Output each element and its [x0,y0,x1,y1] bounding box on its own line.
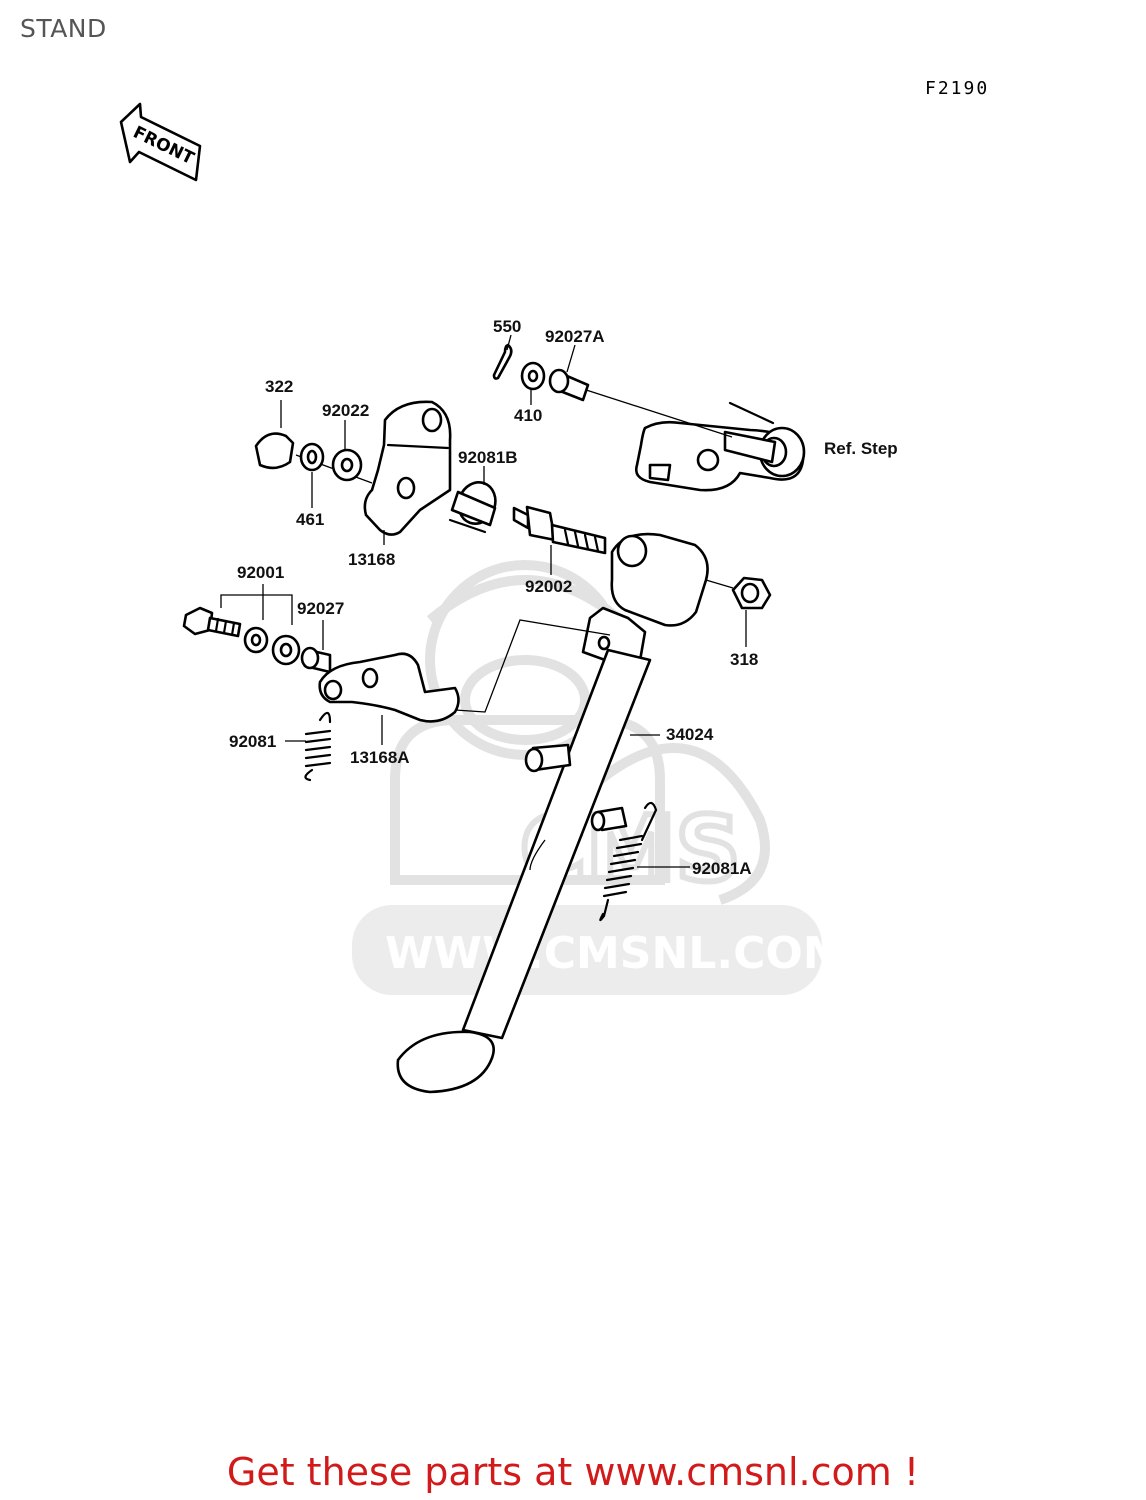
parts-diagram: WWW.CMSNL.COM CMS FRONT [119,102,898,1094]
bracket-13168 [363,400,452,536]
callout-92027a: 92027A [545,327,605,346]
collar-92027a [548,368,590,402]
ref-step-bracket [579,387,806,492]
callout-92001: 92001 [237,563,284,582]
callout-318: 318 [730,650,758,669]
callout-13168a: 13168A [350,748,410,767]
lock-washer-461 [299,442,325,472]
cotter-pin [492,343,513,380]
watermark-url: WWW.CMSNL.COM [385,928,847,979]
washer-92022 [331,448,363,482]
callout-92081a: 92081A [692,859,752,878]
figure-code: F2190 [925,78,990,99]
callout-92027: 92027 [297,599,344,618]
front-arrow: FRONT [119,102,202,182]
cap-nut-322 [254,432,295,470]
callout-92002: 92002 [525,577,572,596]
callout-ref-step: Ref. Step [824,439,898,458]
collar-92027 [300,646,332,674]
bracket-13168a [318,619,611,723]
callout-461: 461 [296,510,324,529]
promo-link-text[interactable]: Get these parts at www.cmsnl.com ! [226,1450,920,1494]
callout-34024: 34024 [666,725,714,744]
callout-13168: 13168 [348,550,395,569]
callout-410: 410 [514,406,542,425]
callout-322: 322 [265,377,293,396]
callout-92081: 92081 [229,732,276,751]
bolt-92001 [182,606,242,638]
nut-318 [731,576,772,610]
callout-92022: 92022 [322,401,369,420]
spring-92081a [599,801,658,922]
spring-92081b [448,481,497,534]
pivot-bolt-92002 [512,505,607,555]
washer-92001-b [271,634,301,666]
page-title: STAND [20,14,107,43]
callout-550: 550 [493,317,521,336]
side-stand-34024 [396,532,709,1094]
spring-92081 [304,711,332,782]
washer-92001-a [243,626,269,654]
washer-410 [520,361,546,391]
callout-92081b: 92081B [458,448,518,467]
